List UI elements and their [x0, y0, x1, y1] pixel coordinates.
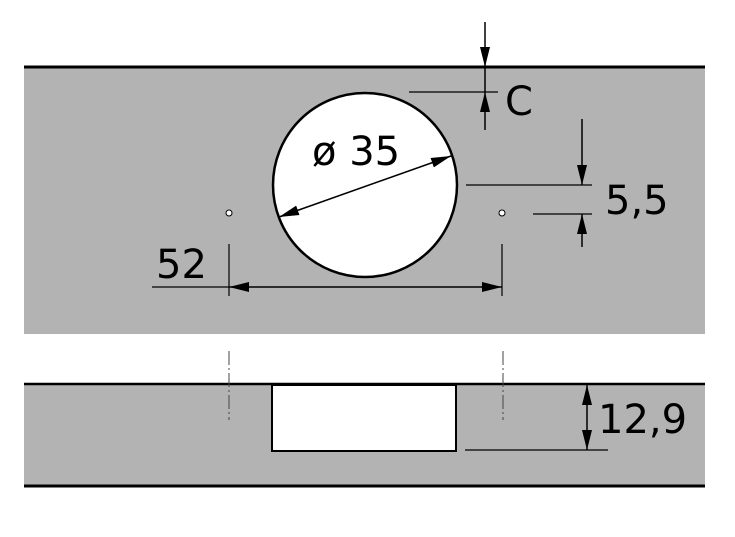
top-view: ø 35 C 5,5 52 — [24, 22, 705, 334]
diameter-label: ø 35 — [312, 129, 400, 175]
screw-hole-left — [225, 209, 233, 217]
diameter-dimension-line — [278, 155, 452, 218]
edge-distance-label: C — [505, 79, 533, 125]
hole-offset-label: 5,5 — [605, 178, 669, 224]
section-view: 12,9 — [24, 351, 705, 488]
screw-hole-right — [498, 209, 506, 217]
depth-label: 12,9 — [598, 397, 687, 443]
cup-pocket — [271, 384, 457, 452]
hole-spacing-label: 52 — [156, 242, 207, 288]
cup-hole — [271, 91, 459, 279]
